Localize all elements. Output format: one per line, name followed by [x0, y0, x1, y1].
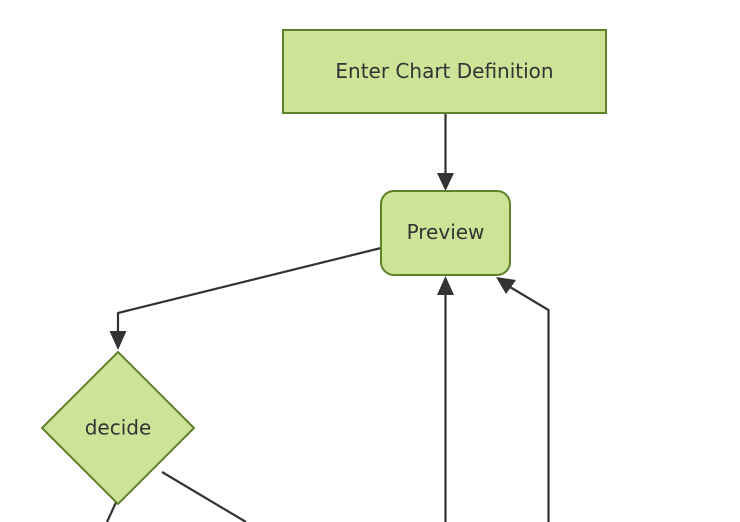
- arrowhead-icon: [109, 331, 127, 350]
- edge-bottom-vertical-to-preview: [437, 276, 454, 522]
- edge-line: [509, 286, 550, 522]
- node-shape-rounded-rectangle: [380, 190, 511, 276]
- edge-decide-right-out: [161, 471, 247, 522]
- edge-preview-to-decide: [109, 246, 382, 350]
- edge-line: [161, 471, 247, 522]
- node-shape-diamond: [40, 350, 196, 506]
- node-decide[interactable]: decide: [40, 350, 196, 506]
- node-label-decide: decide: [85, 416, 152, 440]
- arrowhead-icon: [437, 276, 454, 295]
- node-label-preview: Preview: [407, 220, 485, 244]
- arrowhead-icon: [437, 173, 454, 191]
- node-enter-chart-definition[interactable]: Enter Chart Definition: [282, 29, 607, 114]
- edge-bottom-right-to-preview: [496, 277, 550, 522]
- edge-line: [116, 246, 382, 339]
- node-preview[interactable]: Preview: [380, 190, 511, 276]
- edge-enter-to-preview: [437, 113, 454, 191]
- arrowhead-icon: [496, 277, 516, 294]
- node-shape-rectangle: [282, 29, 607, 114]
- node-label-enter-chart-definition: Enter Chart Definition: [335, 59, 553, 83]
